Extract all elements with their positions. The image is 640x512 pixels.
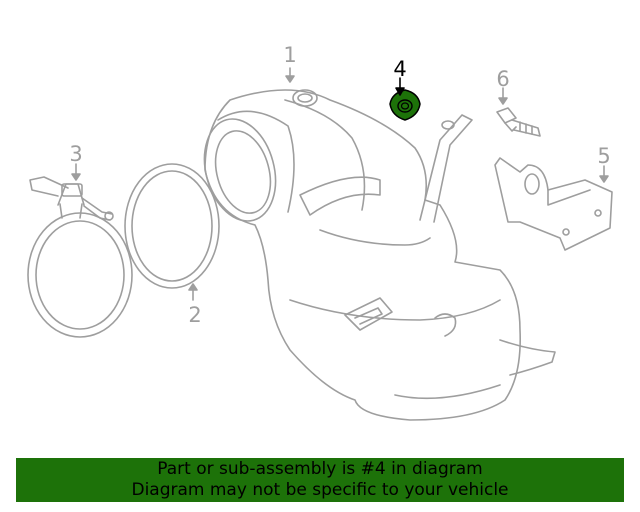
callout-3[interactable]: 3 — [69, 142, 82, 166]
callout-leader-4 — [395, 77, 405, 96]
callout-1[interactable]: 1 — [283, 43, 296, 67]
callout-leaders — [71, 67, 609, 301]
callout-2[interactable]: 2 — [188, 303, 201, 327]
banner-line-part-number: Part or sub-assembly is #4 in diagram — [157, 459, 483, 479]
exhaust-clamp-part[interactable] — [27, 176, 133, 338]
callout-6[interactable]: 6 — [496, 67, 509, 91]
highlight-notice-banner: Part or sub-assembly is #4 in diagram Di… — [16, 458, 624, 502]
catalytic-converter-part[interactable] — [194, 89, 556, 421]
banner-line-disclaimer: Diagram may not be specific to your vehi… — [131, 480, 509, 500]
nut-part-highlighted[interactable] — [389, 89, 421, 121]
callout-5[interactable]: 5 — [597, 144, 610, 168]
bracket-part[interactable] — [494, 157, 613, 251]
callout-4[interactable]: 4 — [393, 57, 406, 81]
bolt-part[interactable] — [496, 107, 541, 137]
gasket-part[interactable] — [124, 163, 220, 289]
exploded-parts-diagram: 1 2 3 4 5 6 — [27, 43, 613, 421]
